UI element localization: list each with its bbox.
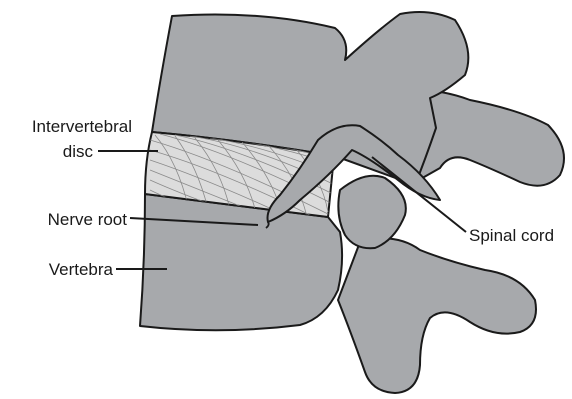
lower-transverse-process: [338, 238, 536, 393]
label-disc: disc: [63, 141, 93, 163]
label-vertebra: Vertebra: [49, 259, 113, 281]
label-nerve-root: Nerve root: [48, 209, 127, 231]
label-spinal-cord: Spinal cord: [469, 225, 554, 247]
lower-articular-process: [338, 176, 406, 249]
label-intervertebral: Intervertebral: [32, 116, 132, 138]
